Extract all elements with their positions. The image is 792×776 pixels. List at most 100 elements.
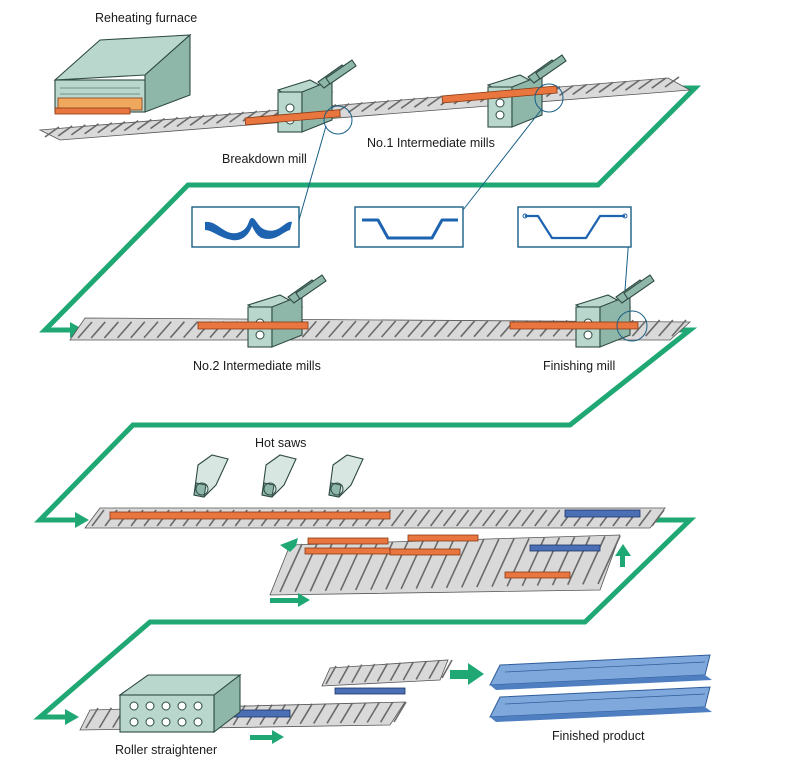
roller — [631, 319, 648, 337]
intermediate-mills-1-label: No.1 Intermediate mills — [367, 136, 495, 150]
roller — [389, 662, 402, 682]
roller — [407, 320, 423, 338]
roller — [103, 321, 120, 339]
roller — [415, 660, 427, 680]
hot-saw-3 — [328, 454, 364, 498]
roller — [469, 509, 483, 527]
roller — [476, 538, 500, 588]
roller — [445, 539, 470, 589]
intermediate-bar-2 — [197, 321, 309, 330]
roller — [460, 320, 476, 338]
hot-bar-to-saws — [109, 511, 391, 520]
roller — [420, 320, 436, 338]
roller — [325, 665, 337, 685]
roller — [299, 703, 313, 725]
roller — [314, 320, 331, 338]
roller — [429, 509, 444, 527]
hot-saws — [193, 454, 364, 498]
roller — [572, 83, 588, 96]
roller — [393, 701, 407, 723]
roller — [326, 702, 340, 724]
finishing-zoom-circle — [616, 310, 648, 342]
roller — [427, 95, 443, 107]
roller — [301, 320, 318, 338]
reheating-furnace — [53, 33, 192, 113]
roller — [123, 119, 139, 132]
roller — [644, 319, 661, 337]
roller — [341, 320, 357, 338]
roller — [143, 321, 159, 339]
intermediate-mills-2-label: No.2 Intermediate mills — [193, 359, 321, 373]
roller — [651, 77, 667, 89]
stage-4-arrows — [250, 663, 484, 744]
cooled-bar-2 — [564, 509, 641, 518]
roller — [415, 540, 440, 589]
roller — [473, 320, 489, 338]
roller — [428, 660, 440, 680]
roller — [416, 509, 431, 527]
roller — [328, 320, 344, 338]
roller — [624, 79, 640, 91]
roller — [70, 124, 86, 136]
roller — [150, 117, 165, 130]
roller — [44, 126, 60, 138]
roller — [85, 707, 99, 729]
roller — [460, 539, 485, 588]
roller — [130, 321, 146, 339]
roller — [597, 535, 621, 585]
intermediate-mill-1 — [486, 54, 567, 128]
cooling-bed — [269, 509, 641, 596]
roller — [402, 661, 415, 681]
roller — [116, 321, 133, 339]
roller — [347, 101, 363, 114]
profile-finishing — [517, 206, 632, 291]
roller — [430, 539, 455, 589]
cut-bar-2 — [407, 534, 479, 542]
roller — [658, 319, 674, 337]
roller — [354, 320, 370, 338]
roller — [98, 707, 113, 729]
roller — [559, 84, 574, 97]
intermediate-bar-1 — [441, 85, 558, 104]
roller — [229, 111, 245, 123]
roller — [611, 80, 627, 92]
cut-bar-4 — [307, 537, 389, 545]
roller — [189, 114, 205, 126]
roller — [413, 96, 429, 108]
roller — [367, 320, 384, 338]
roller — [136, 118, 152, 131]
intermediate-zoom-circle — [534, 83, 564, 113]
roller — [97, 122, 113, 134]
roller — [598, 81, 614, 93]
roller — [379, 701, 394, 723]
roller — [547, 509, 561, 527]
roller — [91, 509, 105, 527]
breakdown-zoom-circle — [323, 105, 353, 135]
roller — [338, 664, 350, 684]
roller — [366, 702, 380, 723]
profile-breakdown — [191, 125, 327, 248]
hot-saw-1 — [193, 454, 229, 498]
breakdown-mill-label: Breakdown mill — [222, 152, 307, 166]
roller — [521, 509, 535, 527]
roller — [394, 320, 410, 338]
straightened-bar-1 — [334, 687, 406, 695]
roller — [312, 703, 327, 724]
roller — [387, 98, 403, 110]
roller — [446, 320, 463, 338]
profile-intermediate-1 — [354, 109, 542, 248]
roller — [353, 702, 367, 724]
roller — [495, 509, 509, 527]
roller — [508, 509, 522, 527]
finishing-mill-label: Finishing mill — [543, 359, 615, 373]
roller — [351, 664, 363, 684]
roller — [182, 321, 199, 339]
roller — [534, 509, 548, 527]
roller — [110, 121, 126, 133]
roller — [90, 321, 106, 339]
roller — [163, 116, 179, 129]
roller — [486, 320, 502, 338]
roller — [156, 321, 172, 339]
cut-bar-1 — [304, 547, 391, 555]
roller — [442, 509, 457, 527]
